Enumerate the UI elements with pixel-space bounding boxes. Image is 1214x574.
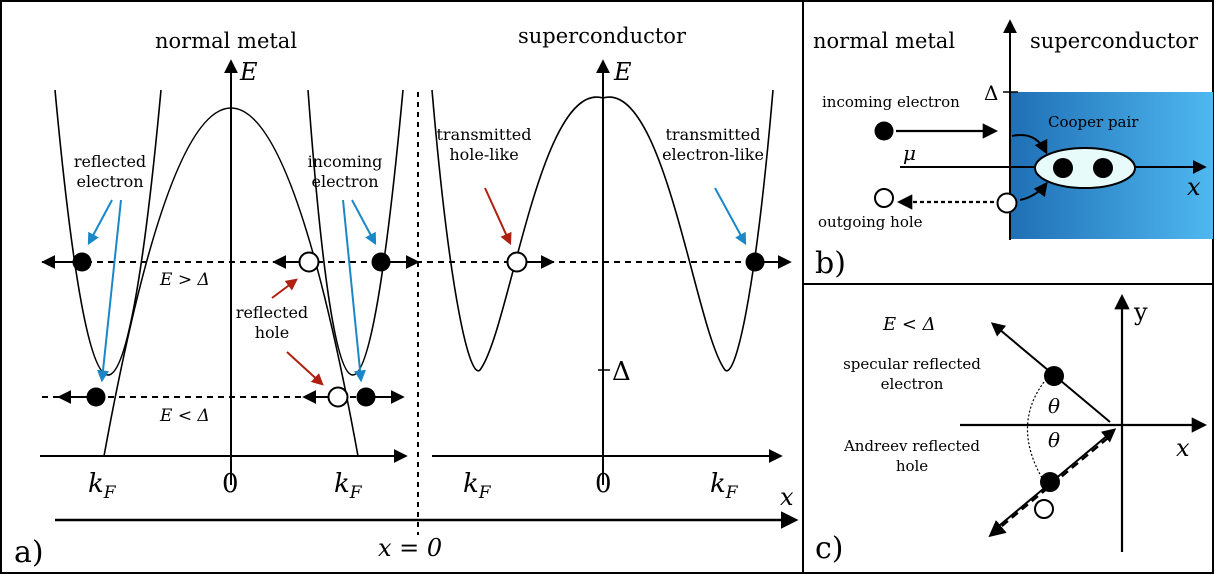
incoming-electron-dot-high [371,252,391,272]
transmitted-hole-dot [506,251,528,273]
delta-label-b: Δ [984,81,998,105]
kf-label-1: kF [88,469,117,503]
reflected-electron-dot-high [72,252,92,272]
incoming-electron-dot-c [1040,472,1060,492]
x-axis-label: x [780,483,794,511]
hole-parabola [103,107,359,457]
zero-label-right: 0 [595,469,612,499]
panel-b-label: b) [815,246,846,281]
kf-label-4: kF [710,469,739,503]
x-axis-label-b: x [1187,173,1201,201]
panel-c-label: c) [815,531,844,566]
pairing-arrow-top [1011,134,1048,155]
electron-parabola-right [307,89,404,376]
e-less-label: E < Δ [159,406,210,426]
kf-label-2: kF [334,469,363,503]
y-axis-label-c: y [1133,298,1148,326]
incoming-electron-label-b: incoming electron [822,93,960,111]
energy-axis-left-label: E [239,58,258,86]
specular-electron-dot [1044,366,1064,386]
panel-a: normal metal superconductor E E x x = 0 … [14,24,799,570]
theta-lower: θ [1048,428,1060,452]
e-greater-label: E > Δ [159,270,210,290]
theta-upper: θ [1048,394,1060,418]
hole-at-interface [996,192,1018,214]
normal-metal-title-b: normal metal [813,29,955,53]
panel-a-label: a) [14,535,44,570]
cooper-electron-1 [1053,158,1073,178]
zero-label-left: 0 [222,469,239,499]
energy-axis-right-label: E [613,58,632,86]
andreev-hole-dot [1034,499,1054,519]
incoming-electron-dot-b [874,121,894,141]
mu-label: μ [903,141,916,165]
reflected-hole-dot-high [298,251,320,273]
transmitted-electron-dot [745,252,765,272]
cooper-pair-label: Cooper pair [1048,113,1139,131]
reflected-electron-dot-low [86,387,106,407]
pairing-arrow-bottom [1019,181,1048,201]
superconductor-title: superconductor [518,24,687,48]
reflected-hole-dot-low [327,386,349,408]
particles-above-gap [41,251,792,273]
superconductor-title-b: superconductor [1030,29,1199,53]
bdg-spectrum [431,89,774,372]
outgoing-hole-dot [874,188,894,208]
x-axis-label-c: x [1176,434,1190,462]
incoming-electron-dot-low [356,387,376,407]
k-tick-labels: kF 0 kF kF 0 kF [88,469,739,503]
x-eq-0-label: x = 0 [378,534,442,562]
particles-below-gap [57,386,405,408]
e-less-label-c: E < Δ [882,314,936,335]
angle-arc [1026,381,1045,479]
normal-metal-title: normal metal [155,29,297,53]
panel-b: normal metal superconductor Δ μ x incomi… [813,19,1213,281]
cooper-pair-ellipse [1034,147,1136,189]
kf-label-3: kF [463,469,492,503]
cooper-electron-2 [1093,158,1113,178]
outgoing-hole-label: outgoing hole [818,213,923,231]
pointer-arrows [87,187,747,386]
delta-label: Δ [612,357,631,387]
